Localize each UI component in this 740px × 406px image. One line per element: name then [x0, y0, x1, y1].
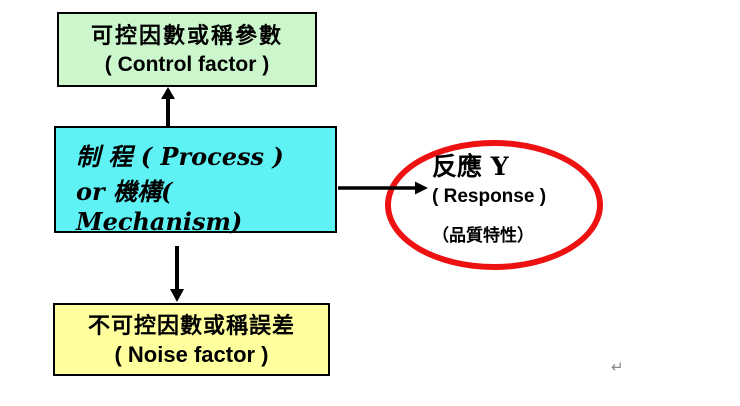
response-label-zh: 反應 Y [432, 152, 509, 181]
noise-factor-box: 不可控因數或稱誤差 ( Noise factor ) [53, 303, 330, 376]
noise-factor-label-zh: 不可控因數或稱誤差 [87, 313, 295, 339]
quality-characteristic-label: （品質特性） [432, 226, 534, 246]
paragraph-return-icon: ↵ [611, 358, 624, 376]
noise-factor-label-en: ( Noise factor ) [114, 342, 269, 367]
process-label-line2: or 機構( Mechanism) [76, 177, 243, 236]
control-factor-label-zh: 可控因數或稱參數 [90, 22, 283, 49]
arrow-up-to-control [161, 87, 175, 126]
process-box: 制 程 ( Process ) or 機構( Mechanism) [54, 126, 337, 236]
response-label-en: ( Response ) [432, 186, 547, 207]
arrow-down-to-noise [170, 246, 184, 302]
control-factor-box: 可控因數或稱參數 ( Control factor ) [57, 12, 317, 87]
response-text-block: 反應 Y ( Response ) （品質特性） [432, 150, 602, 248]
response-ellipse [385, 140, 603, 270]
process-label-line1: 制 程 ( Process ) [76, 142, 284, 171]
control-factor-label-en: ( Control factor ) [104, 52, 270, 76]
